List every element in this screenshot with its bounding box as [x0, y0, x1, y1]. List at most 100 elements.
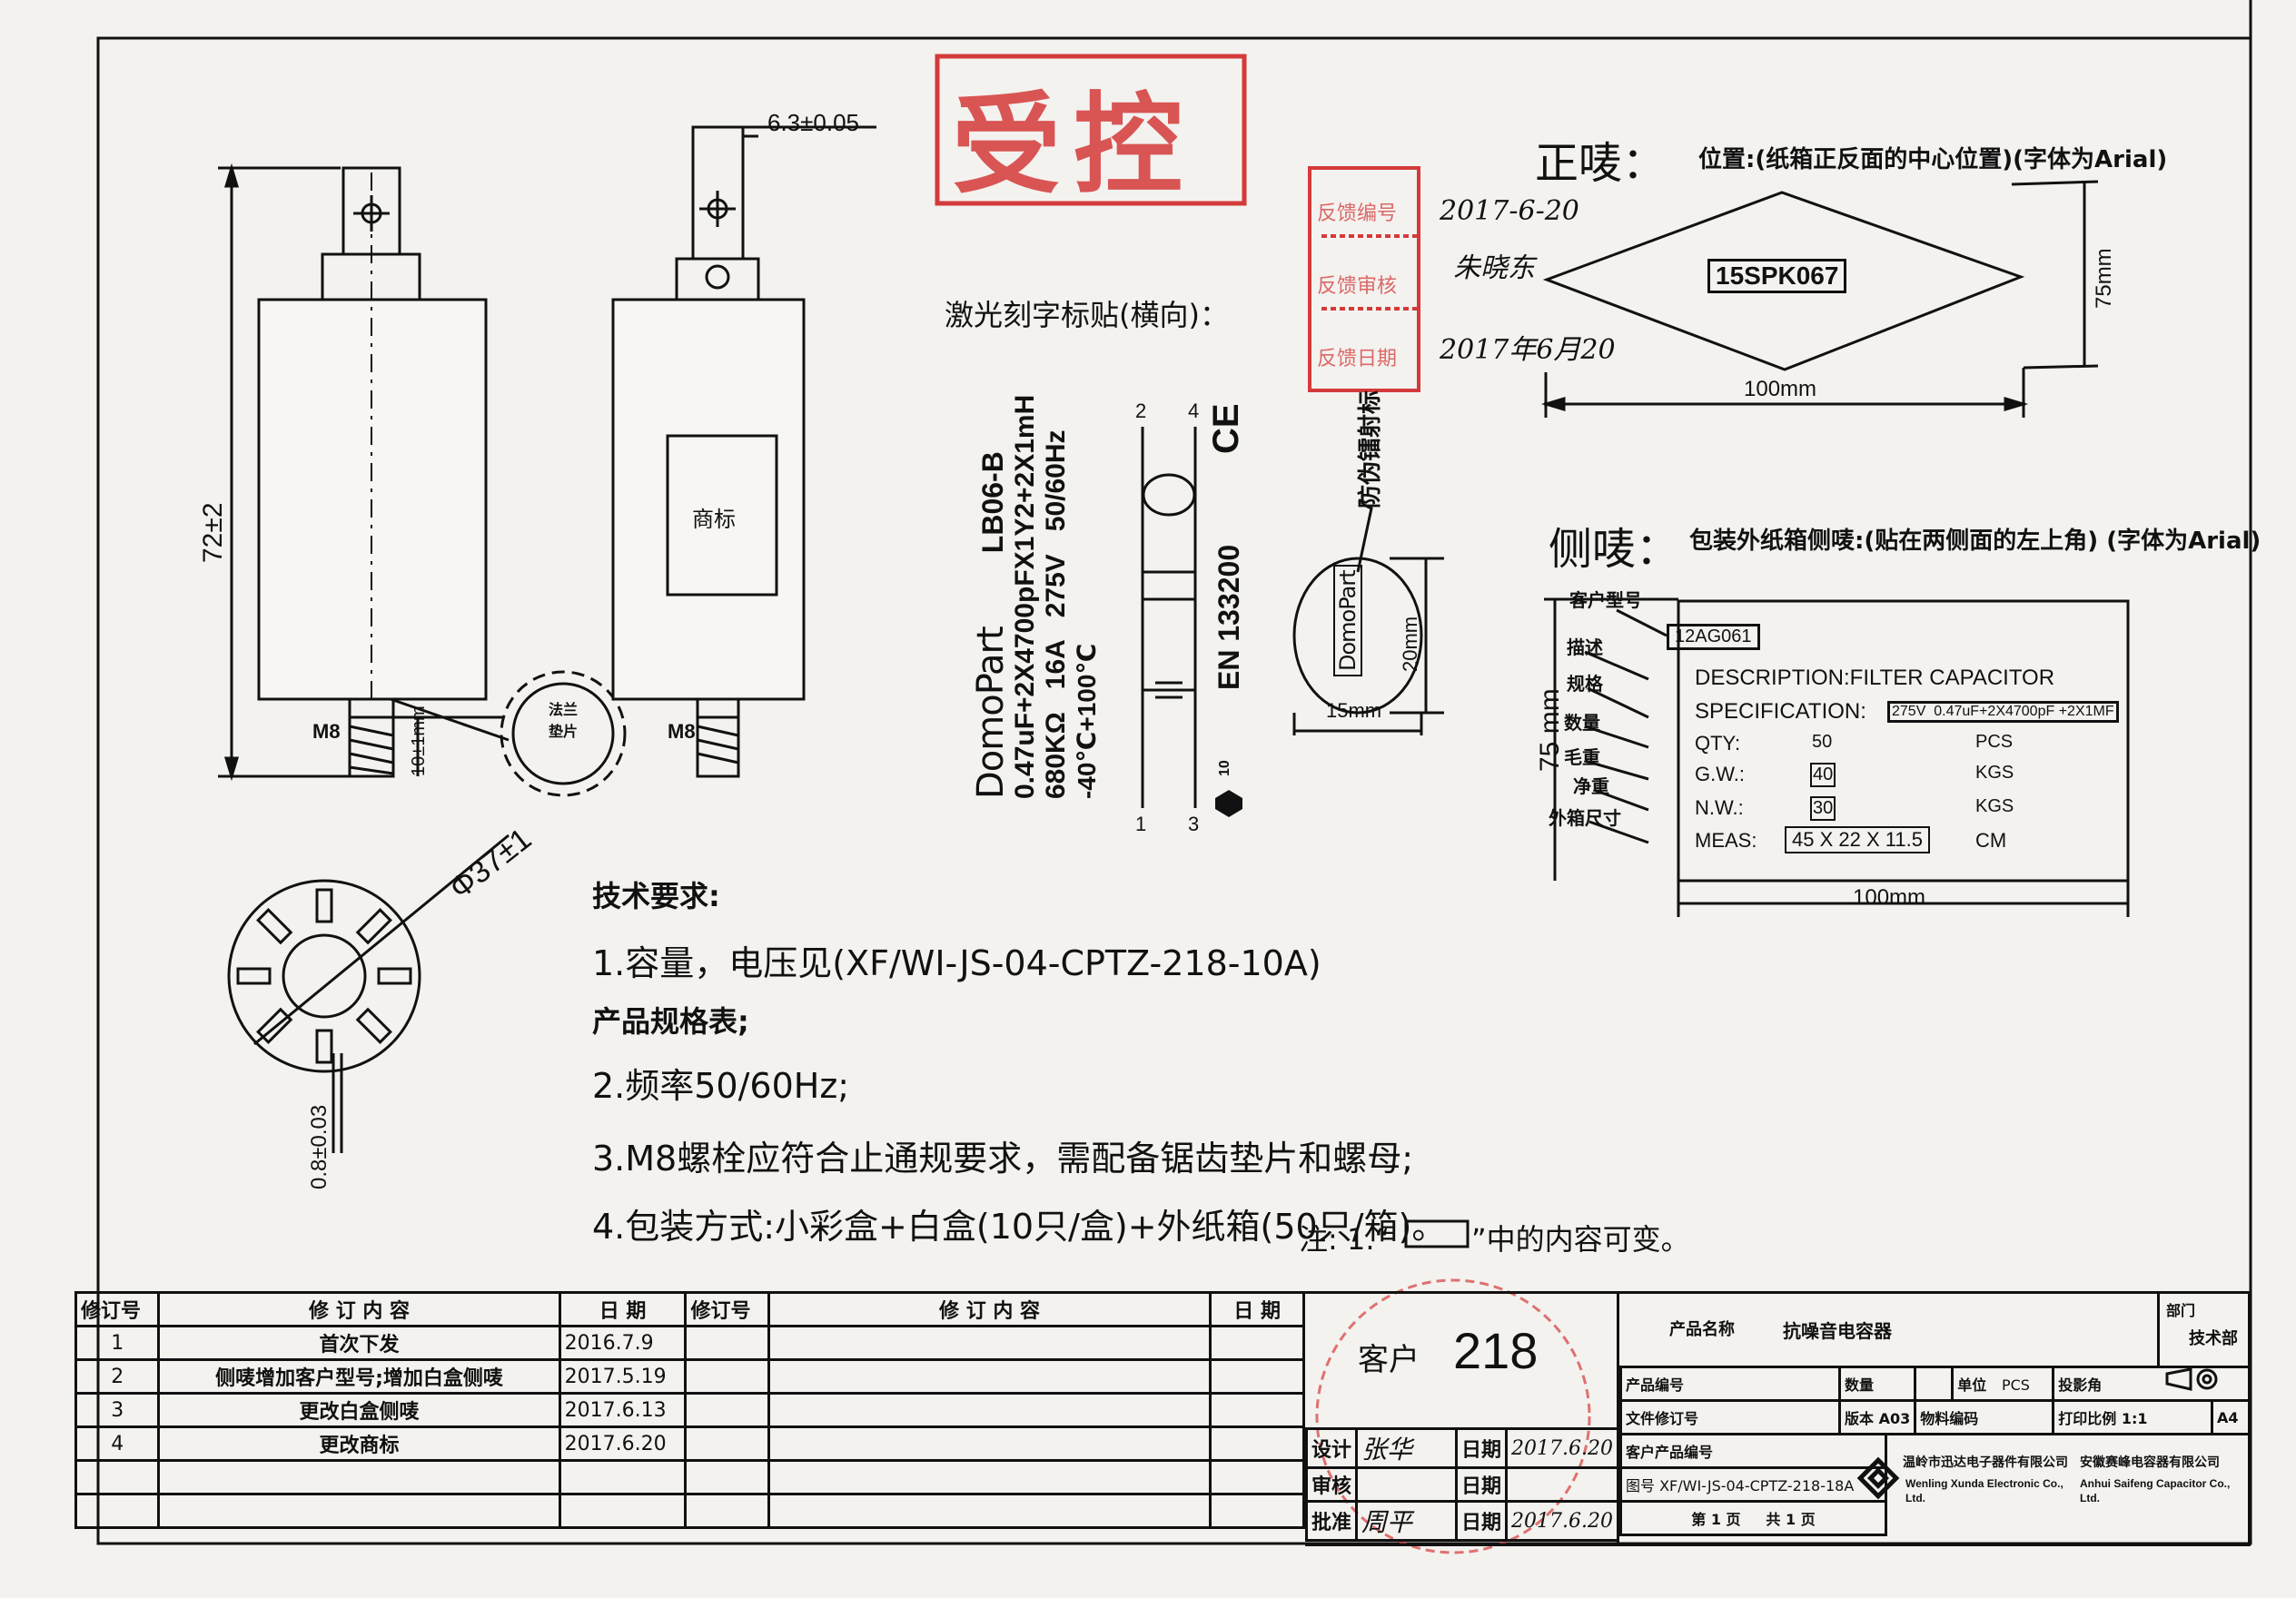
qty-label: QTY:	[1695, 732, 1741, 755]
column-header: 修订号	[684, 1291, 770, 1327]
circuit-schematic	[1141, 427, 1197, 808]
nw-label: N.W.:	[1695, 796, 1744, 819]
empty-cell	[1914, 1366, 1955, 1402]
inspection-stamp: 反馈编号 反馈审核 反馈日期	[1317, 177, 1397, 395]
terminal-width-dimension: 6.3±0.05	[767, 109, 860, 136]
revision-no: 3	[74, 1392, 161, 1428]
flange-washer-icon	[500, 670, 627, 797]
gw-label: G.W.:	[1695, 763, 1745, 785]
company2-name-en: Anhui Saifeng Capacitor Co., Ltd.	[2080, 1477, 2231, 1504]
meas-unit: CM	[1975, 829, 2007, 852]
product-name-label: 产品名称	[1669, 1320, 1735, 1339]
table-row: 2 侧唛增加客户型号;增加白盒侧唛 2017.5.19	[74, 1358, 1305, 1395]
requirements-title: 技术要求:	[592, 879, 720, 913]
table-row: 4 更改商标 2017.6.20	[74, 1425, 1305, 1462]
bolt-label: M8	[312, 720, 341, 743]
date-label: 日期	[1455, 1500, 1509, 1542]
oval-width-dimension: 15mm	[1326, 699, 1382, 722]
revision-no: 1	[74, 1325, 161, 1361]
drawing-info-row: 图号 XF/WI-JS-04-CPTZ-218-18A	[1619, 1466, 1887, 1503]
stamp-row-label: 反馈编号	[1317, 202, 1398, 224]
capacitor-bottom-view	[227, 834, 510, 1153]
revision-content: 侧唛增加客户型号;增加白盒侧唛	[157, 1358, 561, 1395]
revision-date: 2017.5.19	[558, 1358, 688, 1395]
drawing-number: 图号 XF/WI-JS-04-CPTZ-218-18A	[1619, 1466, 1887, 1503]
empty-cell	[684, 1493, 770, 1529]
front-mark-width: 100mm	[1744, 377, 1817, 401]
approve-label: 批准	[1304, 1500, 1359, 1542]
revision-no: 4	[74, 1425, 161, 1462]
empty-cell	[767, 1325, 1212, 1361]
nw-unit: KGS	[1975, 796, 2014, 816]
approve-date: 2017.6.20	[1505, 1500, 1619, 1542]
capacitor-front-view	[611, 125, 876, 778]
inspection-stamp-border	[1308, 166, 1420, 392]
nw-value: 30	[1810, 796, 1836, 821]
empty-cell	[1209, 1493, 1305, 1529]
title-info-row: 产品编号 数量 单位 PCS 投影角	[1619, 1366, 2251, 1402]
column-header: 修 订 内 容	[157, 1291, 561, 1327]
side-mark-height: 75 mm	[1535, 688, 1565, 772]
company-seal	[1315, 1278, 1591, 1554]
empty-cell	[74, 1493, 161, 1529]
empty-cell	[684, 1358, 770, 1395]
customer-block	[1305, 1291, 1619, 1546]
temperature-range: -40℃+100℃	[1073, 643, 1101, 799]
empty-cell	[684, 1459, 770, 1495]
empty-cell	[767, 1358, 1212, 1395]
revision-date: 2017.6.20	[558, 1425, 688, 1462]
bolt-label: M8	[668, 720, 696, 743]
qty-value: 50	[1812, 732, 1833, 752]
version-cell: 版本 A03	[1837, 1399, 1917, 1435]
empty-cell	[157, 1493, 561, 1529]
table-row: 3 更改白盒侧唛 2017.6.13	[74, 1392, 1305, 1428]
requirement-line: 1.容量，电压见(XF/WI-JS-04-CPTZ-218-10A)	[592, 943, 1321, 983]
paper-size: A4	[2211, 1399, 2251, 1435]
front-mark-note: 位置:(纸箱正反面的中心位置)(字体为Arial)	[1698, 146, 2168, 173]
note-suffix: ”中的内容可变。	[1471, 1222, 1690, 1257]
empty-cell	[767, 1493, 1212, 1529]
empty-cell	[157, 1459, 561, 1495]
enec-number: 10	[1217, 760, 1232, 776]
print-scale-cell: 打印比例 1:1	[2052, 1399, 2213, 1435]
thickness-dimension: 0.8±0.03	[307, 1104, 332, 1189]
anti-counterfeit-oval	[1292, 490, 1444, 735]
review-label: 审核	[1304, 1466, 1359, 1503]
projection-label: 投影角	[2052, 1366, 2251, 1402]
column-header: 修 订 内 容	[767, 1291, 1212, 1327]
drawing-info-row: 客户产品编号	[1619, 1433, 1887, 1469]
column-header: 修订号	[74, 1291, 161, 1327]
empty-cell	[1505, 1466, 1619, 1503]
product-name: 抗噪音电容器	[1783, 1320, 1892, 1342]
empty-cell	[1209, 1358, 1305, 1395]
revision-date: 2017.6.13	[558, 1392, 688, 1428]
front-mark-diamond	[1540, 180, 2099, 418]
product-name-cell: 产品名称 抗噪音电容器	[1619, 1291, 2160, 1368]
title-block	[1619, 1291, 2251, 1546]
column-header: 日 期	[558, 1291, 688, 1327]
title-info-row: 文件修订号 版本 A03 物料编码 打印比例 1:1 A4	[1619, 1399, 2251, 1435]
requirement-line: 3.M8螺栓应符合止通规要求，需配备锯齿垫片和螺母;	[592, 1139, 1414, 1179]
empty-cell	[767, 1392, 1212, 1428]
brand-logo: DomoPart	[970, 626, 1012, 799]
column-header: 日 期	[1209, 1291, 1305, 1327]
pin-label: 3	[1188, 813, 1200, 835]
approver-signature: 周平	[1355, 1500, 1459, 1542]
unit-value: PCS	[2001, 1376, 2030, 1394]
meas-value: 45 X 22 X 11.5	[1785, 826, 1930, 853]
table-row	[74, 1459, 1305, 1495]
gw-value: 40	[1810, 763, 1836, 787]
controlled-stamp-border	[935, 54, 1247, 206]
pin-label: 1	[1135, 813, 1147, 835]
print-scale-label: 打印比例	[2058, 1410, 2117, 1427]
company1-name: 温岭市迅达电子器件有限公司	[1903, 1455, 2068, 1470]
table-row: 1 首次下发 2016.7.9	[74, 1325, 1305, 1361]
revision-content: 首次下发	[157, 1325, 561, 1361]
side-label-cn: 数量	[1564, 712, 1600, 734]
description: DESCRIPTION:FILTER CAPACITOR	[1695, 666, 2055, 690]
version-value: A03	[1878, 1410, 1911, 1427]
customer-label: 客户	[1358, 1342, 1420, 1378]
date-label: 日期	[1455, 1466, 1509, 1503]
side-label-cn: 描述	[1567, 636, 1603, 658]
